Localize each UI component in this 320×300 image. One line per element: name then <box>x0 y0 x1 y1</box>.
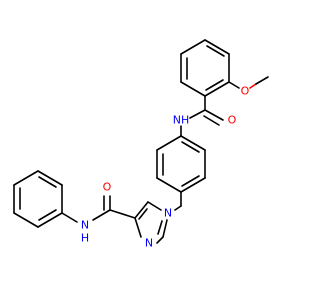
bond-double <box>38 176 57 188</box>
bond <box>109 209 136 219</box>
structure-svg: O O NH N N <box>13 39 269 250</box>
bond <box>204 81 230 97</box>
bond <box>180 177 206 193</box>
bond <box>204 39 230 55</box>
methoxy-oxygen-label: O <box>241 85 250 98</box>
bond <box>255 76 269 85</box>
bond <box>134 217 142 238</box>
bond <box>13 212 39 228</box>
bond-double <box>205 79 224 91</box>
methoxyphenyl-ring <box>180 39 230 97</box>
bond <box>37 170 63 186</box>
bond <box>162 219 168 238</box>
bond-double <box>138 208 148 220</box>
bond <box>180 39 206 55</box>
imidazole-ring: N <box>134 201 168 250</box>
methoxy-group: O <box>228 76 269 98</box>
molecule-structure-diagram: O O NH N N <box>13 39 269 250</box>
bond <box>180 135 206 151</box>
carboxamide-group: O N H <box>81 181 136 245</box>
bond <box>228 81 240 89</box>
bond <box>13 170 39 186</box>
benzamide-linker: O NH <box>173 95 237 127</box>
bond <box>61 212 78 223</box>
amide-h-bottom-label: H <box>81 232 89 245</box>
amide-nh-top-label: NH <box>173 114 190 127</box>
bond <box>156 177 182 193</box>
central-phenyl-ring <box>156 125 206 193</box>
bond-double <box>38 209 57 221</box>
bond <box>249 83 257 89</box>
bond <box>180 81 206 97</box>
bond <box>92 209 111 221</box>
bond-double <box>203 115 220 126</box>
bond-double <box>157 220 163 235</box>
bond <box>37 212 63 228</box>
bond <box>156 236 164 244</box>
bond <box>134 201 149 219</box>
imidazole-n1-label: N <box>164 207 172 220</box>
bond <box>147 201 162 211</box>
anilide-phenyl-ring <box>13 170 78 228</box>
methylene-linker: N <box>164 191 182 220</box>
bond <box>174 205 182 211</box>
bond <box>189 109 206 119</box>
bond-double <box>206 45 225 57</box>
carbonyl-oxygen-top-label: O <box>228 114 237 127</box>
amide-n-bottom-label: N <box>81 219 89 232</box>
bond <box>204 109 224 121</box>
bond-double <box>181 141 200 153</box>
carbonyl-oxygen-bottom-label: O <box>103 181 112 194</box>
bond <box>156 135 182 151</box>
bond-double <box>181 175 200 187</box>
imidazole-n3-label: N <box>145 237 153 250</box>
